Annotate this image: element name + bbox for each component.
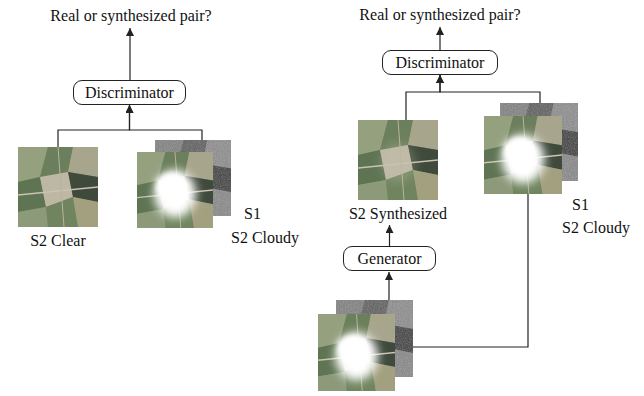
node-label: S2 Cloudy — [562, 218, 630, 237]
process-box: Discriminator — [73, 80, 186, 105]
image-node: S1 S2 Cloudy — [137, 140, 307, 248]
output-label: Real or synthesized pair? — [359, 5, 520, 24]
image-node: S1 S2 Cloudy — [484, 103, 639, 243]
output-arrow — [129, 28, 130, 80]
connector — [130, 105, 203, 140]
s2-clear-image — [18, 147, 98, 227]
node-label: Discriminator — [396, 53, 485, 72]
connector — [440, 75, 540, 103]
process-box: Discriminator — [382, 50, 498, 75]
node-label: S1 — [244, 204, 261, 223]
synthesis-patch — [380, 142, 416, 182]
input-arrow — [388, 272, 389, 300]
s2-cloudy-image — [137, 152, 213, 228]
connector — [406, 75, 440, 120]
s2-cloudy-image — [484, 116, 562, 194]
output-label: Real or synthesized pair? — [50, 6, 211, 25]
image-node: S2 Clear — [10, 147, 106, 250]
s2-cloudy-input-image — [318, 314, 395, 391]
s2-synthesized-image — [358, 120, 438, 200]
node-label: S2 Synthesized — [330, 204, 466, 223]
node-label: S2 Cloudy — [231, 228, 299, 247]
node-label: Generator — [358, 249, 422, 268]
node-label: S2 Clear — [10, 231, 106, 250]
connector — [389, 225, 390, 246]
node-label: Discriminator — [85, 83, 174, 102]
cloud-overlay — [154, 170, 196, 218]
cloud-overlay — [502, 135, 545, 184]
connector — [58, 105, 130, 147]
process-box: Generator — [343, 246, 436, 271]
cloud-overlay — [335, 332, 377, 380]
node-label: S1 — [572, 195, 589, 214]
image-node: S2 Synthesized — [330, 120, 466, 223]
output-arrow — [439, 27, 440, 50]
